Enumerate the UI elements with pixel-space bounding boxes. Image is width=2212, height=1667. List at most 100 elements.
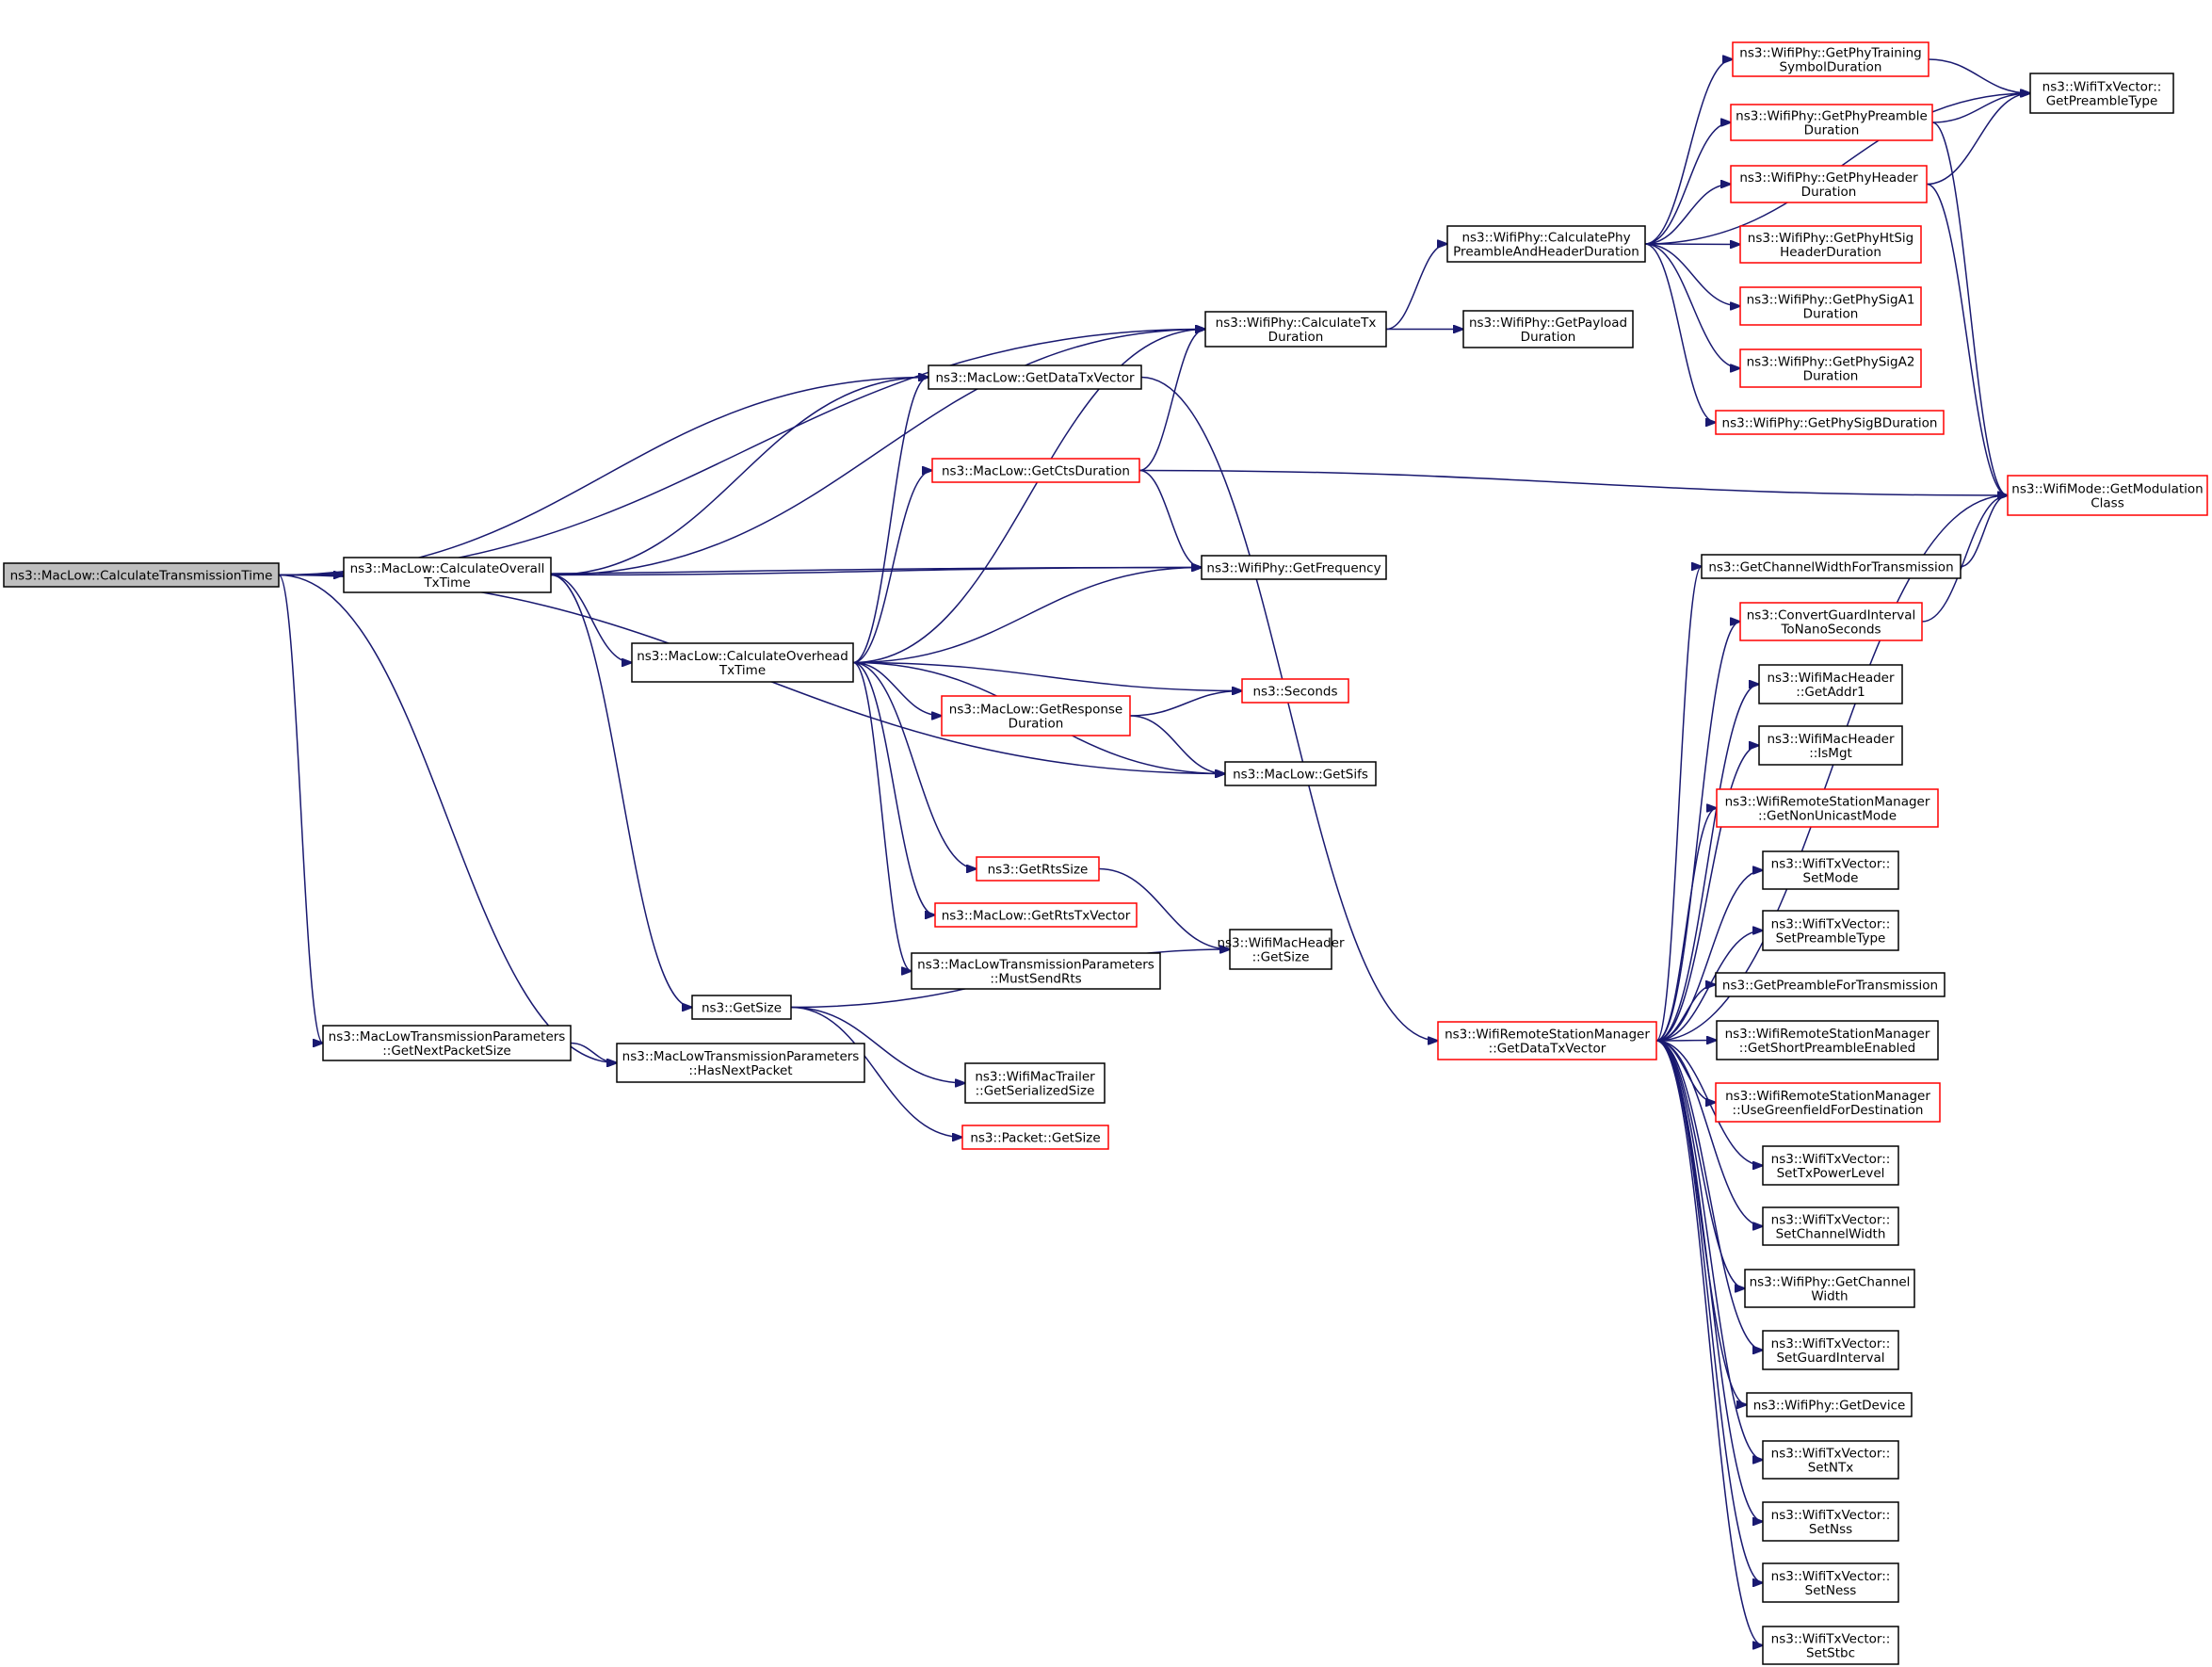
node-setMode[interactable]: ns3::WifiTxVector::SetMode	[1762, 850, 1899, 890]
node-rsmGetDataTxVector[interactable]: ns3::WifiRemoteStationManager::GetDataTx…	[1437, 1021, 1657, 1060]
node-box-getPayloadDuration[interactable]	[1462, 310, 1634, 348]
node-box-getResponseDuration[interactable]	[941, 695, 1131, 736]
node-hasNextPacket[interactable]: ns3::MacLowTransmissionParameters::HasNe…	[616, 1043, 865, 1083]
node-isMgt[interactable]: ns3::WifiMacHeader::IsMgt	[1758, 725, 1903, 766]
node-getFrequency[interactable]: ns3::WifiPhy::GetFrequency	[1201, 555, 1387, 580]
node-getDevice[interactable]: ns3::WifiPhy::GetDevice	[1746, 1392, 1913, 1417]
node-box-getPhySigA1[interactable]	[1739, 286, 1922, 326]
node-setStbc[interactable]: ns3::WifiTxVector::SetStbc	[1762, 1626, 1899, 1665]
node-box-getPhyHtSig[interactable]	[1739, 225, 1922, 264]
node-getSifs[interactable]: ns3::MacLow::GetSifs	[1224, 761, 1377, 786]
node-getChannelWidthForTx[interactable]: ns3::GetChannelWidthForTransmission	[1701, 554, 1962, 579]
node-getPhyTraining[interactable]: ns3::WifiPhy::GetPhyTrainingSymbolDurati…	[1732, 41, 1929, 77]
node-box-convertGuardInterval[interactable]	[1739, 602, 1923, 641]
node-box-calcPhyPreamble[interactable]	[1446, 225, 1646, 263]
node-box-getAddr1[interactable]	[1758, 664, 1903, 704]
node-setTxPowerLevel[interactable]: ns3::WifiTxVector::SetTxPowerLevel	[1762, 1145, 1899, 1186]
node-box-getDataTxVector[interactable]	[928, 364, 1142, 390]
node-box-isMgt[interactable]	[1758, 725, 1903, 766]
node-getRtsTxVector[interactable]: ns3::MacLow::GetRtsTxVector	[934, 902, 1138, 928]
node-box-macHeaderGetSize[interactable]	[1229, 929, 1332, 970]
node-box-getNextPacketSize[interactable]	[322, 1025, 572, 1061]
node-getRtsSize[interactable]: ns3::GetRtsSize	[976, 856, 1100, 882]
node-getNextPacketSize[interactable]: ns3::MacLowTransmissionParameters::GetNe…	[322, 1025, 572, 1061]
node-calcPhyPreamble[interactable]: ns3::WifiPhy::CalculatePhyPreambleAndHea…	[1446, 225, 1646, 263]
node-setGuardInterval[interactable]: ns3::WifiTxVector::SetGuardInterval	[1762, 1330, 1899, 1370]
node-getDataTxVector[interactable]: ns3::MacLow::GetDataTxVector	[928, 364, 1142, 390]
node-getSize[interactable]: ns3::GetSize	[691, 995, 792, 1020]
node-box-seconds[interactable]	[1241, 678, 1349, 704]
node-box-getPreambleType[interactable]	[2029, 73, 2174, 114]
node-getNonUnicastMode[interactable]: ns3::WifiRemoteStationManager::GetNonUni…	[1716, 788, 1939, 828]
node-useGreenfield[interactable]: ns3::WifiRemoteStationManager::UseGreenf…	[1715, 1082, 1941, 1123]
node-getPhySigB[interactable]: ns3::WifiPhy::GetPhySigBDuration	[1715, 410, 1945, 435]
node-box-setNess[interactable]	[1762, 1562, 1899, 1603]
node-box-calcOverhead[interactable]	[631, 642, 854, 683]
node-box-setNss[interactable]	[1762, 1501, 1899, 1542]
node-box-setGuardInterval[interactable]	[1762, 1330, 1899, 1370]
node-box-getChannelWidthForTx[interactable]	[1701, 554, 1962, 579]
node-packetGetSize[interactable]: ns3::Packet::GetSize	[961, 1125, 1109, 1150]
node-box-hasNextPacket[interactable]	[616, 1043, 865, 1083]
node-box-setStbc[interactable]	[1762, 1626, 1899, 1665]
node-box-getShortPreambleEnabled[interactable]	[1716, 1020, 1939, 1060]
node-box-setMode[interactable]	[1762, 850, 1899, 890]
node-box-getPhyTraining[interactable]	[1732, 41, 1929, 77]
node-box-calcOverall[interactable]	[343, 557, 552, 593]
node-setNss[interactable]: ns3::WifiTxVector::SetNss	[1762, 1501, 1899, 1542]
node-box-getDevice[interactable]	[1746, 1392, 1913, 1417]
node-box-packetGetSize[interactable]	[961, 1125, 1109, 1150]
node-setNTx[interactable]: ns3::WifiTxVector::SetNTx	[1762, 1440, 1899, 1480]
node-box-useGreenfield[interactable]	[1715, 1082, 1941, 1123]
node-box-getPhyPreambleDuration[interactable]	[1730, 104, 1933, 141]
node-box-getCtsDuration[interactable]	[931, 458, 1140, 483]
node-macHeaderGetSize[interactable]: ns3::WifiMacHeader::GetSize	[1217, 929, 1345, 970]
node-box-mustSendRts[interactable]	[911, 952, 1161, 990]
node-box-getPhyHeaderDuration[interactable]	[1730, 165, 1928, 203]
node-mustSendRts[interactable]: ns3::MacLowTransmissionParameters::MustS…	[911, 952, 1161, 990]
node-box-getFrequency[interactable]	[1201, 555, 1387, 580]
node-root[interactable]: ns3::MacLow::CalculateTransmissionTime	[3, 562, 280, 588]
node-phyGetChannelWidth[interactable]: ns3::WifiPhy::GetChannelWidth	[1744, 1269, 1915, 1308]
node-trailerSerialized[interactable]: ns3::WifiMacTrailer::GetSerializedSize	[964, 1062, 1106, 1104]
node-box-getPhySigA2[interactable]	[1739, 348, 1922, 388]
node-getShortPreambleEnabled[interactable]: ns3::WifiRemoteStationManager::GetShortP…	[1716, 1020, 1939, 1060]
node-box-rsmGetDataTxVector[interactable]	[1437, 1021, 1657, 1060]
node-box-root[interactable]	[3, 562, 280, 588]
node-box-getPreambleForTx[interactable]	[1715, 972, 1946, 997]
node-box-setChannelWidth[interactable]	[1762, 1206, 1899, 1246]
node-box-getSize[interactable]	[691, 995, 792, 1020]
node-seconds[interactable]: ns3::Seconds	[1241, 678, 1349, 704]
node-box-calcTxDuration[interactable]	[1204, 311, 1387, 348]
node-setNess[interactable]: ns3::WifiTxVector::SetNess	[1762, 1562, 1899, 1603]
node-box-getRtsTxVector[interactable]	[934, 902, 1138, 928]
node-box-setPreambleType[interactable]	[1762, 910, 1899, 951]
node-box-getNonUnicastMode[interactable]	[1716, 788, 1939, 828]
node-setChannelWidth[interactable]: ns3::WifiTxVector::SetChannelWidth	[1762, 1206, 1899, 1246]
node-box-setNTx[interactable]	[1762, 1440, 1899, 1480]
node-getAddr1[interactable]: ns3::WifiMacHeader::GetAddr1	[1758, 664, 1903, 704]
node-box-phyGetChannelWidth[interactable]	[1744, 1269, 1915, 1308]
node-getPreambleForTx[interactable]: ns3::GetPreambleForTransmission	[1715, 972, 1946, 997]
node-box-getPhySigB[interactable]	[1715, 410, 1945, 435]
node-getPreambleType[interactable]: ns3::WifiTxVector::GetPreambleType	[2029, 73, 2174, 114]
node-getCtsDuration[interactable]: ns3::MacLow::GetCtsDuration	[931, 458, 1140, 483]
node-box-setTxPowerLevel[interactable]	[1762, 1145, 1899, 1186]
node-box-trailerSerialized[interactable]	[964, 1062, 1106, 1104]
node-box-getSifs[interactable]	[1224, 761, 1377, 786]
node-box-getModulationClass[interactable]	[2007, 475, 2208, 516]
node-box-getRtsSize[interactable]	[976, 856, 1100, 882]
node-setPreambleType[interactable]: ns3::WifiTxVector::SetPreambleType	[1762, 910, 1899, 951]
